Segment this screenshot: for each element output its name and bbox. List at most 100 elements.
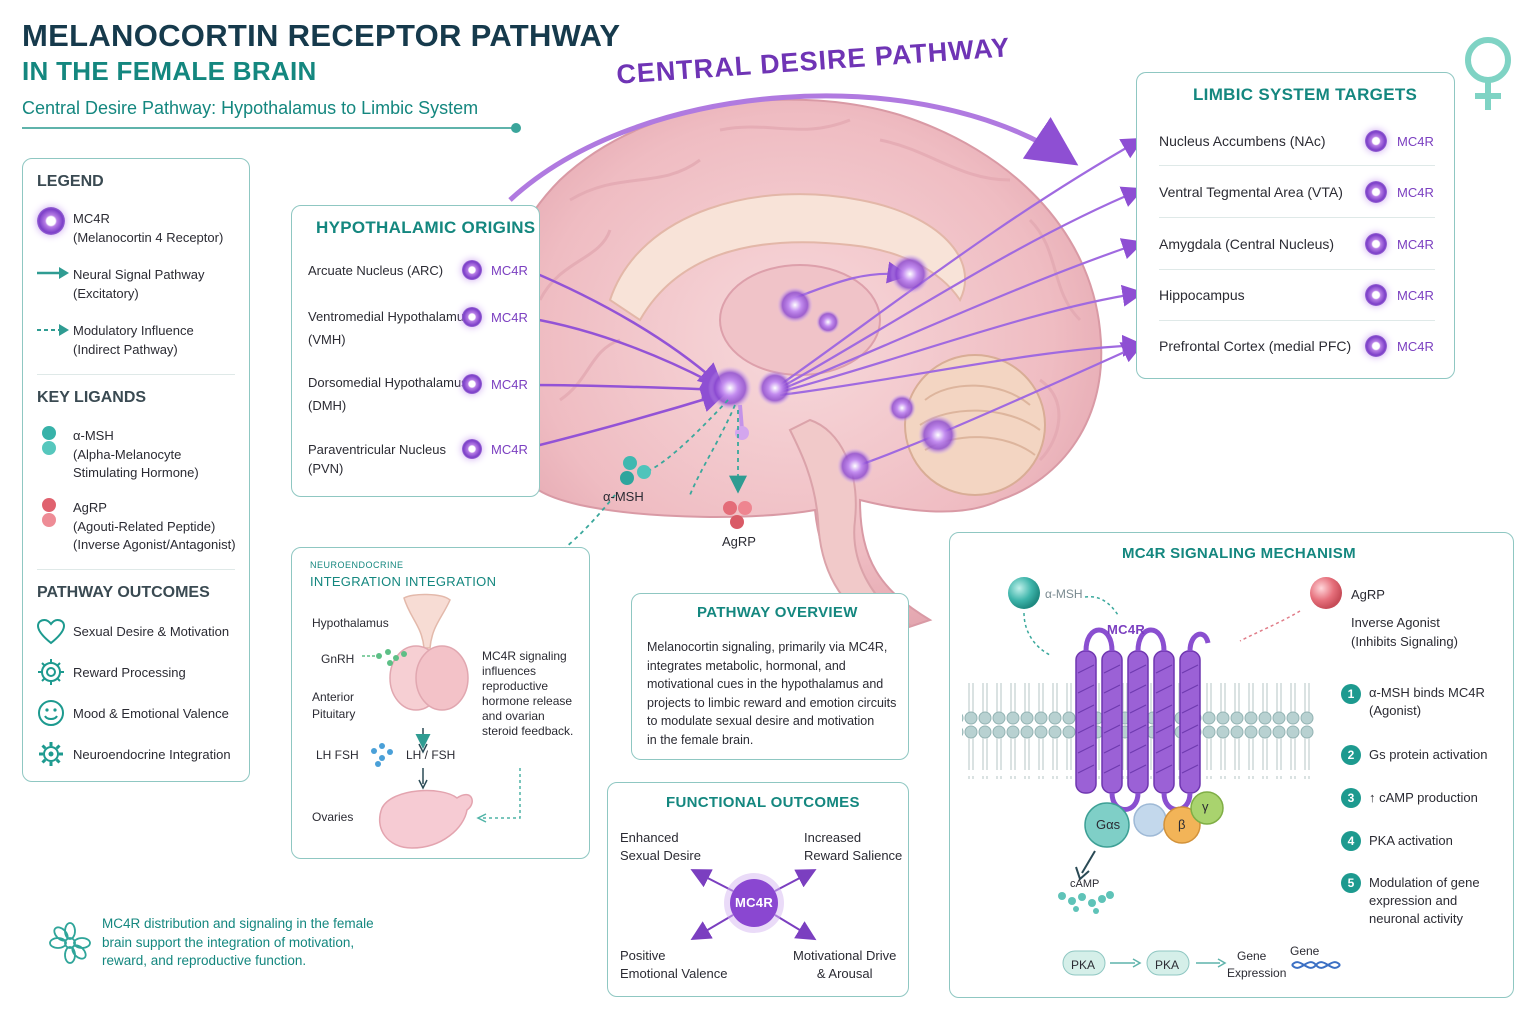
hypo-tag-dmh: MC4R xyxy=(491,377,528,392)
hypo-item-arc: Arcuate Nucleus (ARC) xyxy=(308,263,444,278)
signal-agrp-label: AgRP xyxy=(1351,587,1385,602)
functional-tr-line2: Reward Salience xyxy=(804,848,903,863)
functional-br-line1: Motivational Drive xyxy=(793,948,897,963)
ligand-alpha-msh-title: α-MSH xyxy=(73,428,114,443)
step-3-text: ↑ cAMP production xyxy=(1369,790,1478,805)
ligand-alpha-msh-desc2: Stimulating Hormone) xyxy=(73,465,199,480)
signal-gene-dna-label: Gene xyxy=(1290,944,1320,958)
overview-line: Melanocortin signaling, primarily via MC… xyxy=(647,640,888,654)
page-subtitle: Central Desire Pathway: Hypothalamus to … xyxy=(22,98,479,118)
agrp-molecule-icon xyxy=(42,498,56,527)
page-title-line2: IN THE FEMALE BRAIN xyxy=(22,56,317,86)
mc4r-dot-dmh xyxy=(462,374,482,394)
step-badge-4: 4 xyxy=(1341,831,1361,851)
limbic-item-vta: Ventral Tegmental Area (VTA) xyxy=(1159,184,1343,200)
neuro-gnrh-label: GnRH xyxy=(321,652,355,666)
ligand-agrp-title: AgRP xyxy=(73,500,107,515)
signaling-mechanism-panel: MC4R SIGNALING MECHANISM xyxy=(949,532,1514,998)
functional-bl: Positive Emotional Valence xyxy=(620,947,727,983)
mc4r-dot-nac xyxy=(1365,130,1387,152)
limbic-item-hippocampus: Hippocampus xyxy=(1159,287,1245,303)
signal-agrp-desc1: Inverse Agonist xyxy=(1351,615,1440,630)
step-badge-1: 1 xyxy=(1341,684,1361,704)
signal-alpha-msh-label: α-MSH xyxy=(1045,587,1083,601)
page-title: MELANOCORTIN RECEPTOR PATHWAY xyxy=(22,18,621,53)
step-2-text: Gs protein activation xyxy=(1369,747,1488,762)
overview-line: projects to limbic reward and emotion ci… xyxy=(647,695,897,710)
functional-center-label: MC4R xyxy=(734,895,774,910)
legend-heading: LEGEND xyxy=(37,173,104,190)
hypo-item-vmh-abbr: (VMH) xyxy=(308,332,346,347)
hypo-tag-vmh: MC4R xyxy=(491,310,528,325)
step-5-line: Modulation of gene xyxy=(1369,875,1480,890)
signal-beta-label: β xyxy=(1178,817,1186,832)
neuro-note-line: and ovarian xyxy=(482,709,545,723)
alpha-msh-cluster xyxy=(620,456,651,485)
limbic-tag-pfc: MC4R xyxy=(1397,339,1434,354)
limbic-item-pfc: Prefrontal Cortex (medial PFC) xyxy=(1159,338,1352,354)
functional-tl: Enhanced Sexual Desire xyxy=(620,829,701,865)
outcome-mood: Mood & Emotional Valence xyxy=(73,706,229,721)
subtitle-underline xyxy=(22,127,516,129)
limbic-item-nac: Nucleus Accumbens (NAc) xyxy=(1159,133,1326,149)
limbic-heading: LIMBIC SYSTEM TARGETS xyxy=(1193,85,1418,104)
footer-line: MC4R distribution and signaling in the f… xyxy=(102,916,374,931)
neuro-ovaries-label: Ovaries xyxy=(312,810,354,824)
step-4-text: PKA activation xyxy=(1369,833,1453,848)
outcomes-heading: PATHWAY OUTCOMES xyxy=(37,584,210,601)
mc4r-dot-vta xyxy=(1365,181,1387,203)
legend-divider xyxy=(37,374,235,375)
gear-icon xyxy=(39,742,63,766)
signal-camp-label: cAMP xyxy=(1070,878,1100,890)
neuro-note-line: influences xyxy=(482,664,537,678)
ligand-agrp-desc2: (Inverse Agonist/Antagonist) xyxy=(73,537,236,552)
mc4r-dot-pfc xyxy=(1365,335,1387,357)
receptor-membrane-illustration xyxy=(962,577,1342,976)
overview-line: in the female brain. xyxy=(647,732,754,747)
hypo-item-pvn-abbr: (PVN) xyxy=(308,461,344,476)
neuro-lhfsh-left-label: LH FSH xyxy=(316,748,359,762)
functional-br: Motivational Drive & Arousal xyxy=(793,947,896,983)
pathway-overview-panel: PATHWAY OVERVIEW Melanocortin signaling,… xyxy=(631,593,909,760)
hypothalamic-heading: HYPOTHALAMIC ORIGINS xyxy=(316,218,536,237)
limbic-divider xyxy=(1159,217,1435,218)
hypo-item-dmh-abbr: (DMH) xyxy=(308,398,347,413)
legend-item-mc4r-title: MC4R xyxy=(73,211,110,226)
solid-arrow-icon xyxy=(37,267,69,279)
heart-icon xyxy=(37,619,65,645)
neuro-note-line: reproductive xyxy=(482,679,549,693)
signal-pka2-label: PKA xyxy=(1155,958,1180,972)
footer-line: brain support the integration of motivat… xyxy=(102,934,355,950)
functional-tl-line1: Enhanced xyxy=(620,830,679,845)
overview-text: Melanocortin signaling, primarily via MC… xyxy=(647,638,896,749)
limbic-targets-panel: LIMBIC SYSTEM TARGETS Nucleus Accumbens … xyxy=(1136,72,1455,379)
limbic-tag-vta: MC4R xyxy=(1397,185,1434,200)
legend-item-mc4r-desc: (Melanocortin 4 Receptor) xyxy=(73,230,224,245)
limbic-tag-nac: MC4R xyxy=(1397,134,1434,149)
signal-gas-label: Gαs xyxy=(1096,817,1121,832)
signal-pka1-label: PKA xyxy=(1071,958,1096,972)
limbic-divider xyxy=(1159,165,1435,166)
step-5-line: expression and xyxy=(1369,893,1458,908)
functional-tr-line1: Increased xyxy=(804,830,862,845)
reward-gear-icon xyxy=(38,659,64,685)
functional-outcomes-panel: FUNCTIONAL OUTCOMES MC4R Enhanced Sexual… xyxy=(607,782,909,997)
neuro-anterior-label: Anterior xyxy=(312,690,355,704)
legend-item-neural-desc: (Excitatory) xyxy=(73,286,139,301)
overview-line: integrates metabolic, hormonal, and xyxy=(647,658,846,673)
overview-line: to modulate sexual desire and motivation xyxy=(647,714,875,728)
smile-icon xyxy=(38,700,64,726)
signal-receptor-label: MC4R xyxy=(1107,622,1146,637)
neuron-flower-icon xyxy=(49,922,91,964)
step-1-line: (Agonist) xyxy=(1369,703,1422,718)
overview-line: motivational cues in the hypothalamus an… xyxy=(647,677,884,691)
neuro-note-line: hormone release xyxy=(482,694,573,708)
outcome-reward: Reward Processing xyxy=(73,665,186,680)
underline-dot xyxy=(511,123,521,133)
signaling-heading: MC4R SIGNALING MECHANISM xyxy=(1122,545,1356,562)
limbic-tag-hippocampus: MC4R xyxy=(1397,288,1434,303)
female-symbol-icon xyxy=(1465,37,1511,110)
limbic-divider xyxy=(1159,269,1435,270)
limbic-item-amygdala: Amygdala (Central Nucleus) xyxy=(1159,236,1335,252)
